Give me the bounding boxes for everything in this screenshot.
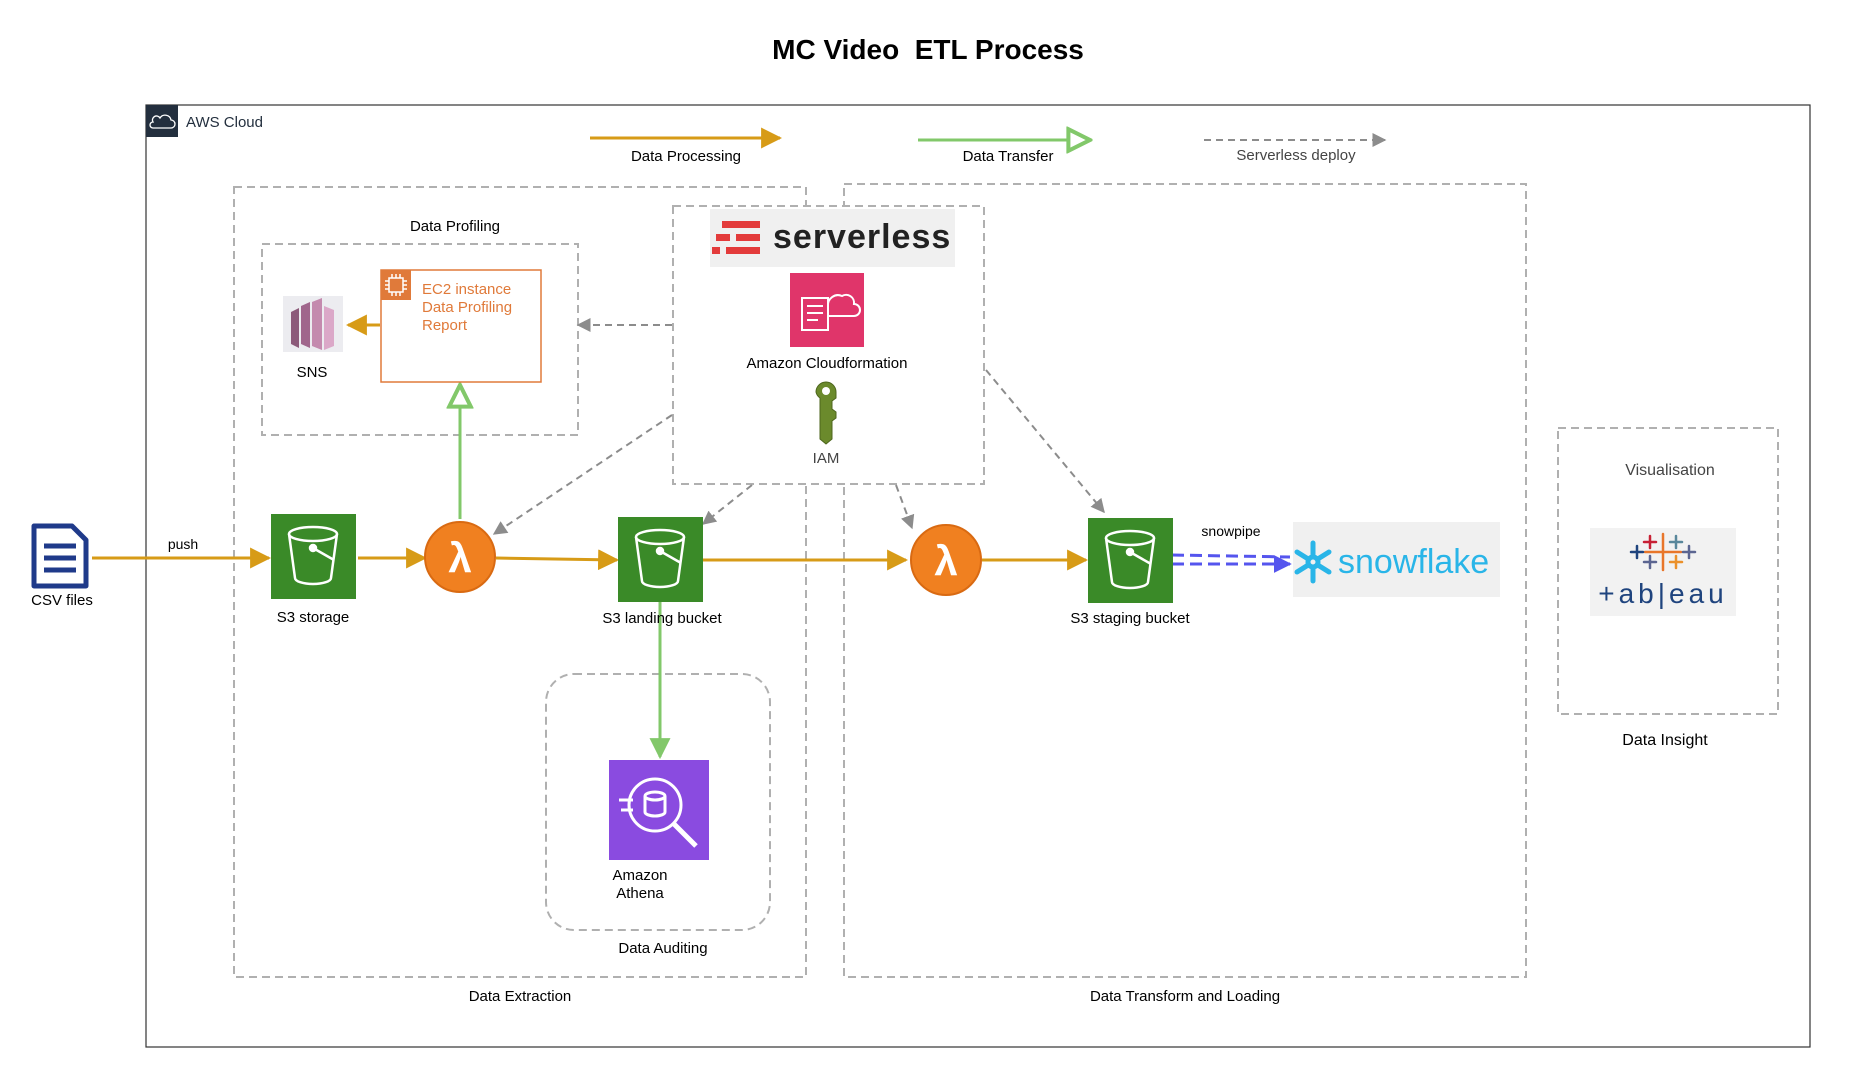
ec2-instance-node: EC2 instance Data Profiling Report — [380, 269, 542, 383]
iam-label: IAM — [813, 450, 840, 467]
serverless-wordmark: serverless — [773, 218, 951, 256]
data-extraction-label: Data Extraction — [469, 988, 572, 1005]
s3-storage-label: S3 storage — [277, 609, 350, 626]
push-label: push — [168, 536, 198, 552]
athena-icon — [619, 777, 698, 848]
tableau-icon — [1629, 532, 1697, 572]
s3-staging-label: S3 staging bucket — [1070, 610, 1190, 627]
snowflake-icon — [1294, 540, 1332, 584]
key-icon — [815, 381, 837, 445]
ec2-label-line1: EC2 instance — [422, 281, 511, 298]
sns-icon — [291, 298, 334, 350]
deploy-to-lambda1 — [492, 414, 673, 535]
athena-label-line2: Athena — [616, 885, 664, 902]
ec2-label-line3: Report — [422, 317, 468, 334]
csv-files-label: CSV files — [31, 592, 93, 609]
legend: Data Processing Data Transfer Serverless… — [590, 138, 1387, 165]
sns-node: SNS — [283, 296, 343, 381]
legend-processing-label: Data Processing — [631, 148, 741, 165]
deploy-to-lambda2 — [895, 484, 915, 530]
document-icon — [31, 523, 89, 589]
visualisation-group — [1557, 427, 1779, 715]
serverless-icon — [712, 221, 760, 254]
aws-cloud-group: AWS Cloud — [145, 104, 1811, 1048]
lambda-function-1: λ — [424, 521, 496, 593]
ec2-label-line2: Data Profiling — [422, 299, 512, 316]
cloud-icon — [149, 114, 176, 129]
iam-node: IAM — [813, 381, 840, 467]
lambda-icon: λ — [448, 534, 471, 581]
snowflake-node: snowflake — [1293, 522, 1500, 597]
chip-icon — [385, 274, 407, 296]
data-transform-group — [843, 183, 1527, 978]
edge-snowpipe — [1171, 553, 1292, 573]
data-extraction-group — [233, 186, 807, 978]
snowflake-wordmark: snowflake — [1338, 543, 1489, 581]
data-transform-label: Data Transform and Loading — [1090, 988, 1280, 1005]
aws-cloud-label: AWS Cloud — [186, 114, 263, 131]
snowpipe-label: snowpipe — [1201, 523, 1260, 539]
tableau-wordmark: +ab|eau — [1598, 578, 1728, 609]
edge-lambda1-to-s3landing — [495, 549, 620, 571]
bucket-icon — [287, 525, 339, 586]
athena-node: Amazon Athena — [609, 760, 709, 902]
sns-label: SNS — [297, 364, 328, 381]
bucket-icon — [634, 528, 686, 589]
tableau-node: +ab|eau — [1590, 528, 1736, 616]
csv-file-node: CSV files — [31, 523, 93, 609]
deploy-to-s3staging — [985, 369, 1105, 514]
s3-storage-node: S3 storage — [271, 514, 356, 626]
bucket-icon — [1104, 529, 1156, 590]
legend-transfer-label: Data Transfer — [963, 148, 1054, 165]
data-insight-label: Data Insight — [1622, 732, 1708, 749]
cloudformation-label: Amazon Cloudformation — [747, 355, 908, 372]
visualisation-label: Visualisation — [1625, 462, 1715, 479]
legend-deploy-label: Serverless deploy — [1236, 147, 1356, 164]
lambda-function-2: λ — [910, 524, 982, 596]
s3-landing-node: S3 landing bucket — [602, 517, 722, 627]
deploy-to-s3landing — [701, 484, 753, 525]
data-auditing-group — [545, 673, 771, 931]
s3-landing-label: S3 landing bucket — [602, 610, 722, 627]
lambda-icon: λ — [934, 537, 957, 584]
athena-label-line1: Amazon — [612, 867, 667, 884]
data-profiling-group — [261, 243, 579, 436]
s3-staging-node: S3 staging bucket — [1070, 518, 1190, 627]
cloudformation-icon — [801, 293, 861, 331]
cloudformation-node: Amazon Cloudformation — [747, 273, 908, 372]
serverless-logo: serverless — [710, 209, 955, 267]
diagram-title: MC Video ETL Process — [772, 34, 1084, 65]
data-profiling-label: Data Profiling — [410, 218, 500, 235]
data-auditing-label: Data Auditing — [618, 940, 707, 957]
